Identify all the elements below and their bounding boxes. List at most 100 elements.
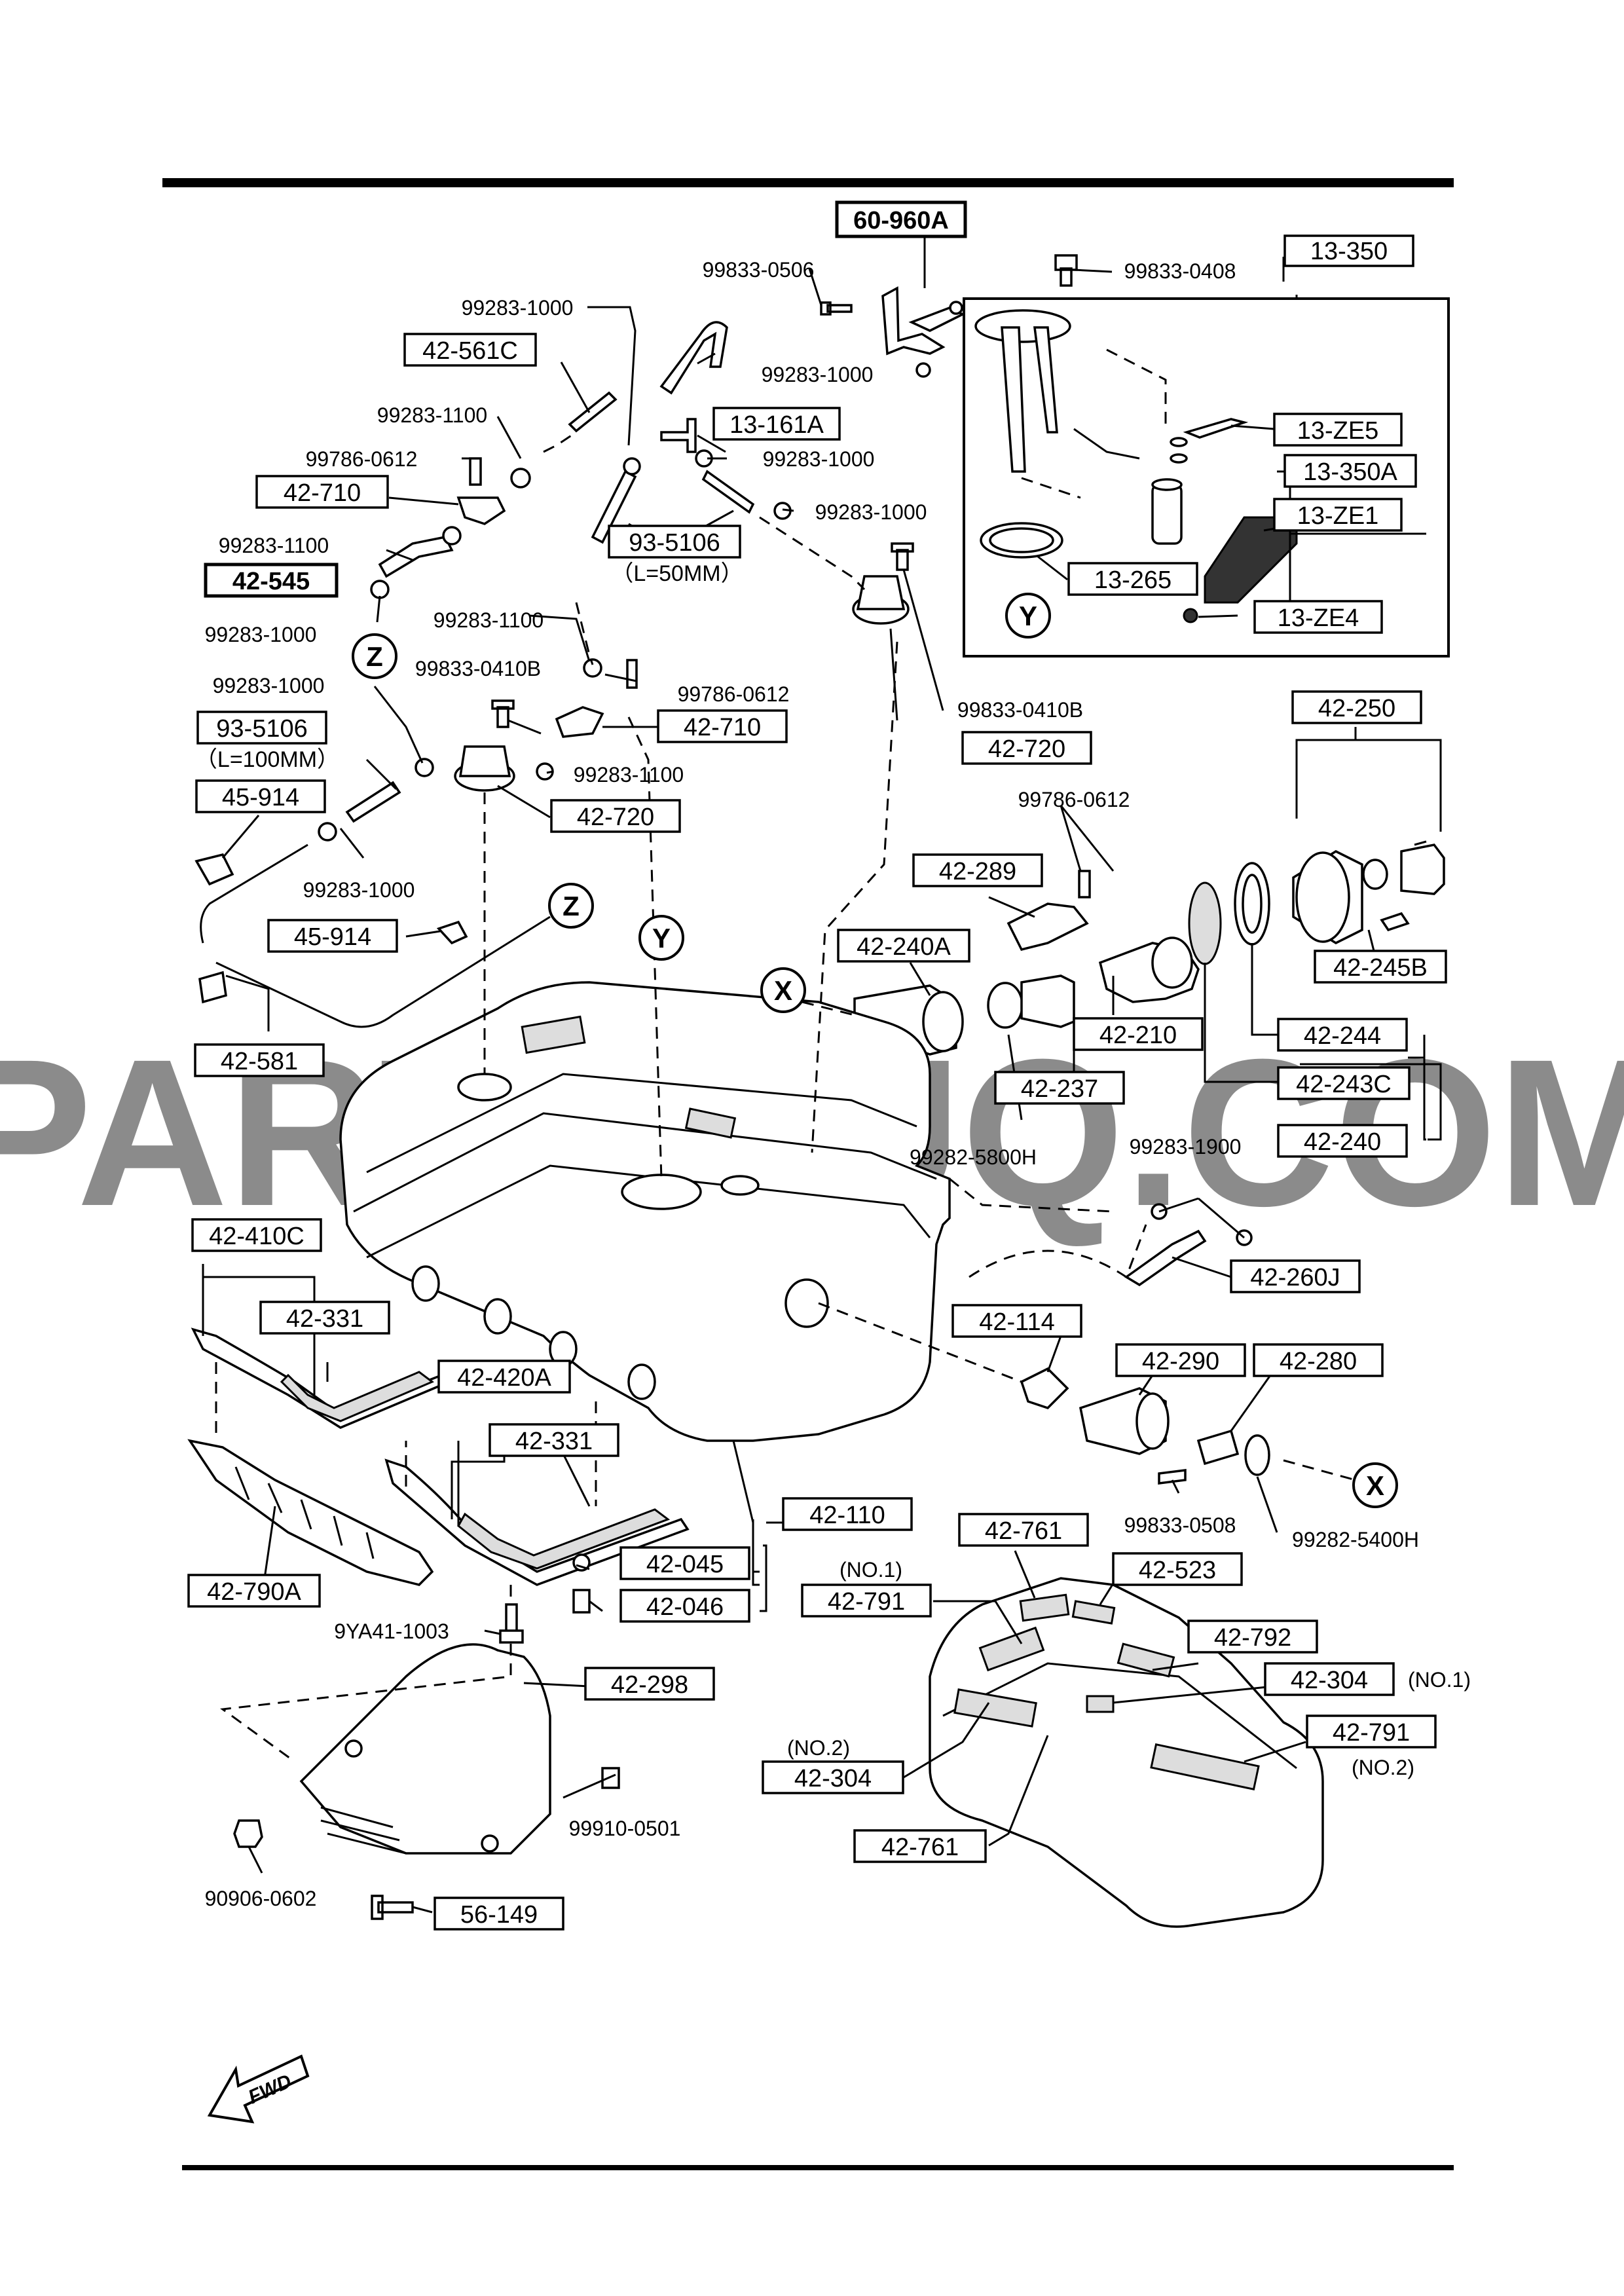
label-42-237[interactable]: 42-237: [994, 1071, 1125, 1105]
bracket-clip: [908, 306, 965, 332]
label-42-304-no2[interactable]: 42-304: [762, 1760, 904, 1794]
label-13-161a[interactable]: 13-161A: [712, 407, 841, 441]
bolt-99786-0612-a: [469, 457, 482, 486]
label-42-420a[interactable]: 42-420A: [437, 1360, 571, 1394]
text-99283-1000-a[interactable]: 99283-1000: [462, 296, 574, 320]
label-42-045[interactable]: 42-045: [619, 1546, 750, 1580]
label-42-290[interactable]: 42-290: [1115, 1343, 1246, 1377]
clip-45-914-b: [436, 920, 468, 945]
pipe-42-581: [200, 843, 308, 944]
hose-42-280: [1196, 1429, 1240, 1466]
svg-text:13-ZE1: 13-ZE1: [1297, 502, 1379, 530]
text-99283-1000-b[interactable]: 99283-1000: [762, 363, 874, 386]
text-9ya41-1003[interactable]: 9YA41-1003: [334, 1620, 449, 1643]
text-no2-b[interactable]: (NO.2): [1352, 1756, 1414, 1779]
label-42-581[interactable]: 42-581: [194, 1043, 325, 1077]
label-42-720-right[interactable]: 42-720: [961, 731, 1092, 765]
text-99833-0410b-b[interactable]: 99833-0410B: [957, 698, 1083, 722]
label-60-960a[interactable]: 60-960A: [835, 200, 967, 238]
label-42-245b[interactable]: 42-245B: [1314, 950, 1447, 984]
text-99283-1000-g[interactable]: 99283-1000: [303, 878, 415, 902]
label-13-ze5[interactable]: 13-ZE5: [1273, 413, 1403, 447]
text-99283-1000-c[interactable]: 99283-1000: [763, 447, 875, 471]
label-42-791-no1[interactable]: 42-791: [801, 1583, 932, 1618]
svg-text:42-045: 42-045: [646, 1551, 724, 1578]
label-42-331-upper[interactable]: 42-331: [259, 1301, 390, 1335]
label-42-114[interactable]: 42-114: [951, 1304, 1082, 1338]
svg-text:42-410C: 42-410C: [209, 1223, 304, 1250]
text-99283-1100-b[interactable]: 99283-1100: [219, 534, 329, 557]
label-42-289[interactable]: 42-289: [912, 853, 1043, 887]
text-99282-5800h[interactable]: 99282-5800H: [910, 1145, 1037, 1169]
text-99283-1000-d[interactable]: 99283-1000: [815, 500, 927, 524]
label-42-260j[interactable]: 42-260J: [1230, 1259, 1361, 1293]
svg-text:42-420A: 42-420A: [457, 1364, 551, 1392]
text-99283-1100-a[interactable]: 99283-1100: [377, 403, 487, 427]
screw-42-245b: [1380, 912, 1410, 932]
label-45-914-lower[interactable]: 45-914: [267, 919, 398, 953]
label-42-710-lower[interactable]: 42-710: [657, 709, 788, 743]
text-l-100mm[interactable]: （L=100MM）: [195, 747, 339, 772]
label-42-545[interactable]: 42-545: [204, 563, 339, 598]
text-99283-1100-d[interactable]: 99283-1100: [574, 763, 684, 787]
label-45-914-upper[interactable]: 45-914: [195, 779, 326, 813]
label-42-210[interactable]: 42-210: [1073, 1017, 1204, 1051]
label-13-ze4[interactable]: 13-ZE4: [1253, 600, 1383, 634]
label-42-280[interactable]: 42-280: [1253, 1343, 1384, 1377]
text-99833-0410b-a[interactable]: 99833-0410B: [415, 657, 541, 680]
label-42-791-no2[interactable]: 42-791: [1306, 1714, 1437, 1749]
label-42-240[interactable]: 42-240: [1277, 1124, 1408, 1158]
label-42-243c[interactable]: 42-243C: [1277, 1066, 1411, 1100]
text-99283-1000-e[interactable]: 99283-1000: [205, 623, 317, 646]
text-99282-5400h[interactable]: 99282-5400H: [1292, 1528, 1419, 1551]
label-93-5106-upper[interactable]: 93-5106: [608, 525, 741, 559]
label-42-250[interactable]: 42-250: [1291, 690, 1422, 724]
label-42-792[interactable]: 42-792: [1187, 1620, 1318, 1654]
label-42-523[interactable]: 42-523: [1112, 1552, 1243, 1586]
label-42-761-lower[interactable]: 42-761: [853, 1829, 987, 1863]
label-42-561c[interactable]: 42-561C: [403, 333, 537, 367]
label-42-710-upper[interactable]: 42-710: [255, 475, 389, 509]
text-99786-0612-c[interactable]: 99786-0612: [1018, 788, 1130, 811]
label-93-5106-lower[interactable]: 93-5106: [196, 711, 327, 745]
text-99786-0612-b[interactable]: 99786-0612: [678, 682, 790, 706]
shield-ribs: [234, 1466, 375, 1559]
label-42-331-lower[interactable]: 42-331: [489, 1423, 619, 1457]
text-no1-b[interactable]: (NO.1): [1408, 1668, 1471, 1692]
label-42-298[interactable]: 42-298: [584, 1667, 715, 1701]
pipe-42-210-mouth: [1151, 936, 1193, 989]
text-no1-a[interactable]: (NO.1): [840, 1558, 902, 1582]
skid-plate-hole: [344, 1739, 363, 1758]
tank-pad-b: [684, 1107, 737, 1139]
text-90906-0602[interactable]: 90906-0602: [205, 1887, 317, 1910]
text-99833-0508[interactable]: 99833-0508: [1124, 1513, 1236, 1537]
label-56-149[interactable]: 56-149: [434, 1897, 564, 1931]
label-42-790a[interactable]: 42-790A: [187, 1574, 321, 1608]
text-no2-a[interactable]: (NO.2): [787, 1736, 850, 1760]
text-99283-1900[interactable]: 99283-1900: [1130, 1135, 1242, 1158]
label-42-761-upper[interactable]: 42-761: [958, 1513, 1089, 1547]
bolt-56-149: [371, 1895, 414, 1920]
label-42-240a[interactable]: 42-240A: [837, 929, 970, 963]
hose-right-short: [701, 470, 755, 514]
text-99833-0506[interactable]: 99833-0506: [703, 258, 815, 282]
label-42-720-left[interactable]: 42-720: [550, 799, 681, 833]
label-13-350a[interactable]: 13-350A: [1283, 454, 1417, 488]
text-99283-1000-f[interactable]: 99283-1000: [213, 674, 325, 697]
label-42-046[interactable]: 42-046: [619, 1589, 750, 1623]
text-l-50mm[interactable]: （L=50MM）: [611, 561, 743, 586]
label-13-ze1[interactable]: 13-ZE1: [1273, 498, 1403, 532]
label-42-410c[interactable]: 42-410C: [191, 1218, 322, 1252]
label-42-110[interactable]: 42-110: [782, 1497, 913, 1531]
text-99910-0501[interactable]: 99910-0501: [569, 1817, 681, 1840]
text-99833-0408[interactable]: 99833-0408: [1124, 259, 1236, 283]
text-99786-0612-a[interactable]: 99786-0612: [306, 447, 418, 471]
text-99283-1100-c[interactable]: 99283-1100: [434, 608, 544, 632]
label-13-265[interactable]: 13-265: [1067, 562, 1198, 596]
clamp-99282-5800h: [987, 982, 1024, 1029]
label-13-350[interactable]: 13-350: [1283, 234, 1414, 267]
nut-99910-0501: [601, 1767, 620, 1789]
strap-42-410c: [191, 1327, 468, 1429]
label-42-304-no1[interactable]: 42-304: [1264, 1662, 1395, 1696]
label-42-244[interactable]: 42-244: [1277, 1018, 1408, 1052]
